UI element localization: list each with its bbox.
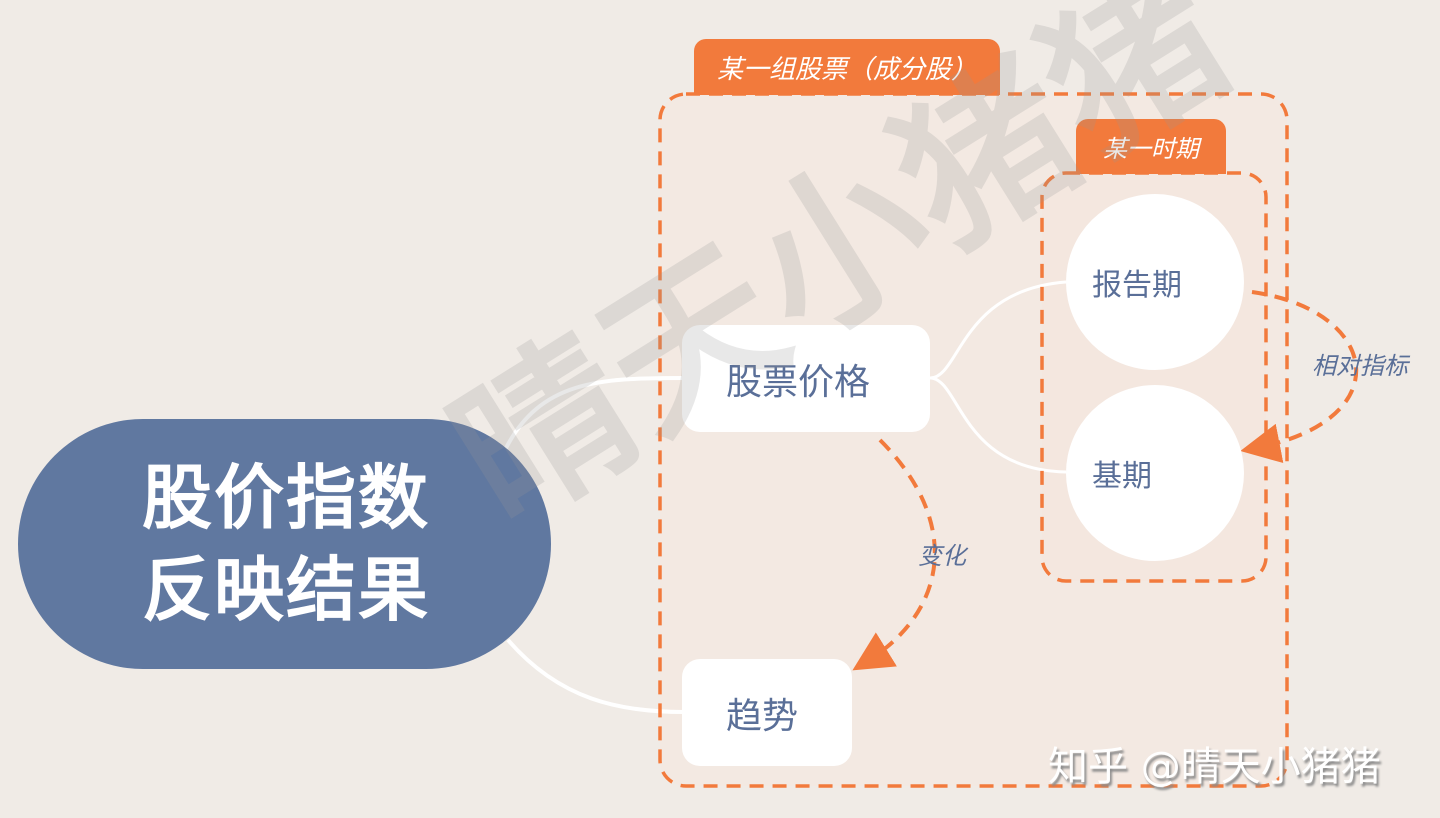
connector-main-to-trend (506, 638, 685, 714)
main-node-line1: 股价指数 (142, 457, 430, 539)
connector-main-to-price (503, 376, 685, 451)
node-stock-price-label: 股票价格 (726, 361, 871, 403)
node-report-period-label: 报告期 (1092, 268, 1182, 303)
main-node-stock-index: 股价指数 反映结果 (18, 419, 551, 669)
period-group-border (1040, 171, 1268, 583)
edge-label-relative-indicator: 相对指标 (1312, 352, 1408, 380)
stock-group-tab: 某一组股票（成分股） (694, 39, 1000, 95)
node-base-period: 基期 (1066, 385, 1244, 561)
period-group-tab: 某一时期 (1076, 119, 1226, 174)
credit-text: 知乎 @晴天小猪猪 (1048, 744, 1381, 790)
node-base-period-label: 基期 (1092, 459, 1152, 494)
node-trend-label: 趋势 (726, 695, 799, 737)
stock-group-label: 某一组股票（成分股） (716, 54, 977, 85)
arrow-report-to-base (1240, 290, 1358, 464)
connector-price-to-base (929, 376, 1067, 474)
main-node-line2: 反映结果 (142, 549, 430, 631)
node-trend: 趋势 (682, 659, 852, 766)
period-group-label: 某一时期 (1103, 135, 1199, 163)
edge-label-change: 变化 (918, 542, 966, 570)
connector-price-to-periods (929, 280, 1067, 380)
node-stock-price: 股票价格 (682, 325, 930, 432)
node-report-period: 报告期 (1066, 194, 1244, 370)
